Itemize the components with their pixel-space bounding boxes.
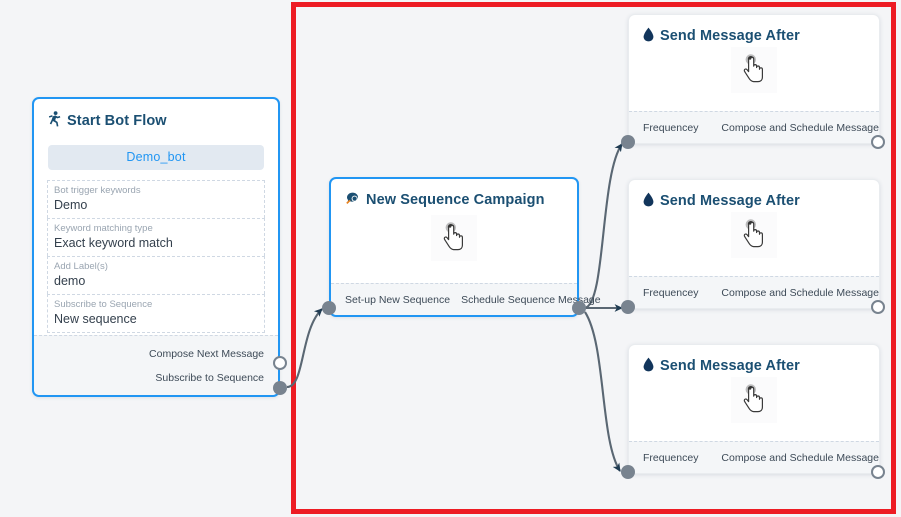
field-subscribe-to-sequence[interactable]: Subscribe to Sequence New sequence (47, 293, 265, 333)
hand-pointer-icon-wrap (731, 377, 777, 423)
port-compose-next-message[interactable] (273, 356, 287, 370)
port-row-compose-next-message: Compose Next Message (34, 342, 278, 366)
node-start-bot-flow[interactable]: Start Bot Flow Demo_bot Bot trigger keyw… (32, 97, 280, 397)
port-schedule-sequence-message-out[interactable] (572, 301, 586, 315)
node-send-message-after-1-title-text: Send Message After (660, 28, 800, 45)
port-label-setup-new-sequence: Set-up New Sequence (345, 294, 451, 306)
node-new-sequence-campaign-title: New Sequence Campaign (331, 179, 577, 210)
node-send-message-after-1-ports: Frequencey Compose and Schedule Message (629, 111, 879, 143)
port-compose-and-schedule-message-out-2[interactable] (871, 300, 885, 314)
field-label: Add Label(s) (54, 260, 108, 272)
megaphone-icon (345, 191, 360, 210)
bot-name-text: Demo_bot (126, 150, 186, 164)
port-row-subscribe-to-sequence: Subscribe to Sequence (34, 366, 278, 390)
port-label-frequency: Frequencey (643, 452, 699, 464)
water-drop-icon (643, 192, 654, 211)
node-send-message-after-3-ports: Frequencey Compose and Schedule Message (629, 441, 879, 473)
port-label: Subscribe to Sequence (155, 372, 264, 384)
port-frequency-in-3[interactable] (621, 465, 635, 479)
hand-pointer-icon (743, 384, 763, 413)
node-new-sequence-campaign-ports: Set-up New Sequence Schedule Sequence Me… (331, 283, 601, 316)
field-value: Exact keyword match (54, 235, 173, 250)
field-label: Subscribe to Sequence (54, 298, 153, 310)
node-send-message-after-2[interactable]: Send Message After Frequencey Compose an… (628, 179, 880, 309)
node-send-message-after-3-title: Send Message After (629, 345, 879, 376)
port-subscribe-to-sequence[interactable] (273, 381, 287, 395)
port-label-compose-and-schedule-message: Compose and Schedule Message (721, 287, 879, 299)
node-send-message-after-3[interactable]: Send Message After Frequencey Compose an… (628, 344, 880, 474)
port-label-compose-and-schedule-message: Compose and Schedule Message (721, 452, 879, 464)
hand-pointer-icon-wrap (731, 212, 777, 258)
port-frequency-in-1[interactable] (621, 135, 635, 149)
hand-pointer-icon (443, 222, 463, 251)
edge-sequence-to-send-3 (584, 311, 621, 472)
port-label-compose-and-schedule-message: Compose and Schedule Message (721, 122, 879, 134)
node-send-message-after-1-title: Send Message After (629, 15, 879, 46)
port-setup-new-sequence-in[interactable] (322, 301, 336, 315)
port-label: Compose Next Message (149, 348, 264, 360)
water-drop-icon (643, 357, 654, 376)
hand-pointer-icon (743, 219, 763, 248)
running-person-icon (48, 111, 61, 131)
field-value: Demo (54, 197, 88, 212)
node-start-bot-flow-title-text: Start Bot Flow (67, 112, 167, 129)
port-compose-and-schedule-message-out-3[interactable] (871, 465, 885, 479)
field-keyword-matching-type[interactable]: Keyword matching type Exact keyword matc… (47, 217, 265, 256)
field-bot-trigger-keywords[interactable]: Bot trigger keywords Demo (47, 179, 265, 218)
field-value: demo (54, 273, 86, 288)
node-start-bot-flow-ports: Compose Next Message Subscribe to Sequen… (34, 335, 278, 395)
hand-pointer-icon-wrap (731, 47, 777, 93)
node-new-sequence-campaign[interactable]: New Sequence Campaign Set-up New Sequenc… (329, 177, 601, 317)
port-row-send-1: Frequencey Compose and Schedule Message (629, 112, 879, 144)
hand-pointer-icon-wrap (431, 215, 477, 261)
node-send-message-after-1[interactable]: Send Message After Frequencey Compose an… (628, 14, 880, 144)
bot-field-list: Bot trigger keywords Demo Keyword matchi… (47, 179, 265, 333)
port-row-sequence: Set-up New Sequence Schedule Sequence Me… (331, 284, 601, 316)
node-new-sequence-campaign-title-text: New Sequence Campaign (366, 192, 545, 209)
port-compose-and-schedule-message-out-1[interactable] (871, 135, 885, 149)
port-row-send-3: Frequencey Compose and Schedule Message (629, 442, 879, 474)
bot-name-pill[interactable]: Demo_bot (48, 144, 264, 170)
node-send-message-after-2-title: Send Message After (629, 180, 879, 211)
field-label: Bot trigger keywords (54, 184, 141, 196)
node-send-message-after-2-ports: Frequencey Compose and Schedule Message (629, 276, 879, 308)
node-send-message-after-2-title-text: Send Message After (660, 193, 800, 210)
edge-sequence-to-send-1 (584, 143, 623, 310)
water-drop-icon (643, 27, 654, 46)
node-send-message-after-3-title-text: Send Message After (660, 358, 800, 375)
edge-start-to-sequence (286, 308, 323, 389)
port-label-frequency: Frequencey (643, 122, 699, 134)
field-value: New sequence (54, 311, 137, 326)
port-label-schedule-sequence-message: Schedule Sequence Message (461, 294, 601, 306)
field-add-labels[interactable]: Add Label(s) demo (47, 255, 265, 294)
node-start-bot-flow-title: Start Bot Flow (34, 99, 278, 131)
hand-pointer-icon (743, 54, 763, 83)
field-label: Keyword matching type (54, 222, 153, 234)
port-frequency-in-2[interactable] (621, 300, 635, 314)
port-row-send-2: Frequencey Compose and Schedule Message (629, 277, 879, 309)
port-label-frequency: Frequencey (643, 287, 699, 299)
